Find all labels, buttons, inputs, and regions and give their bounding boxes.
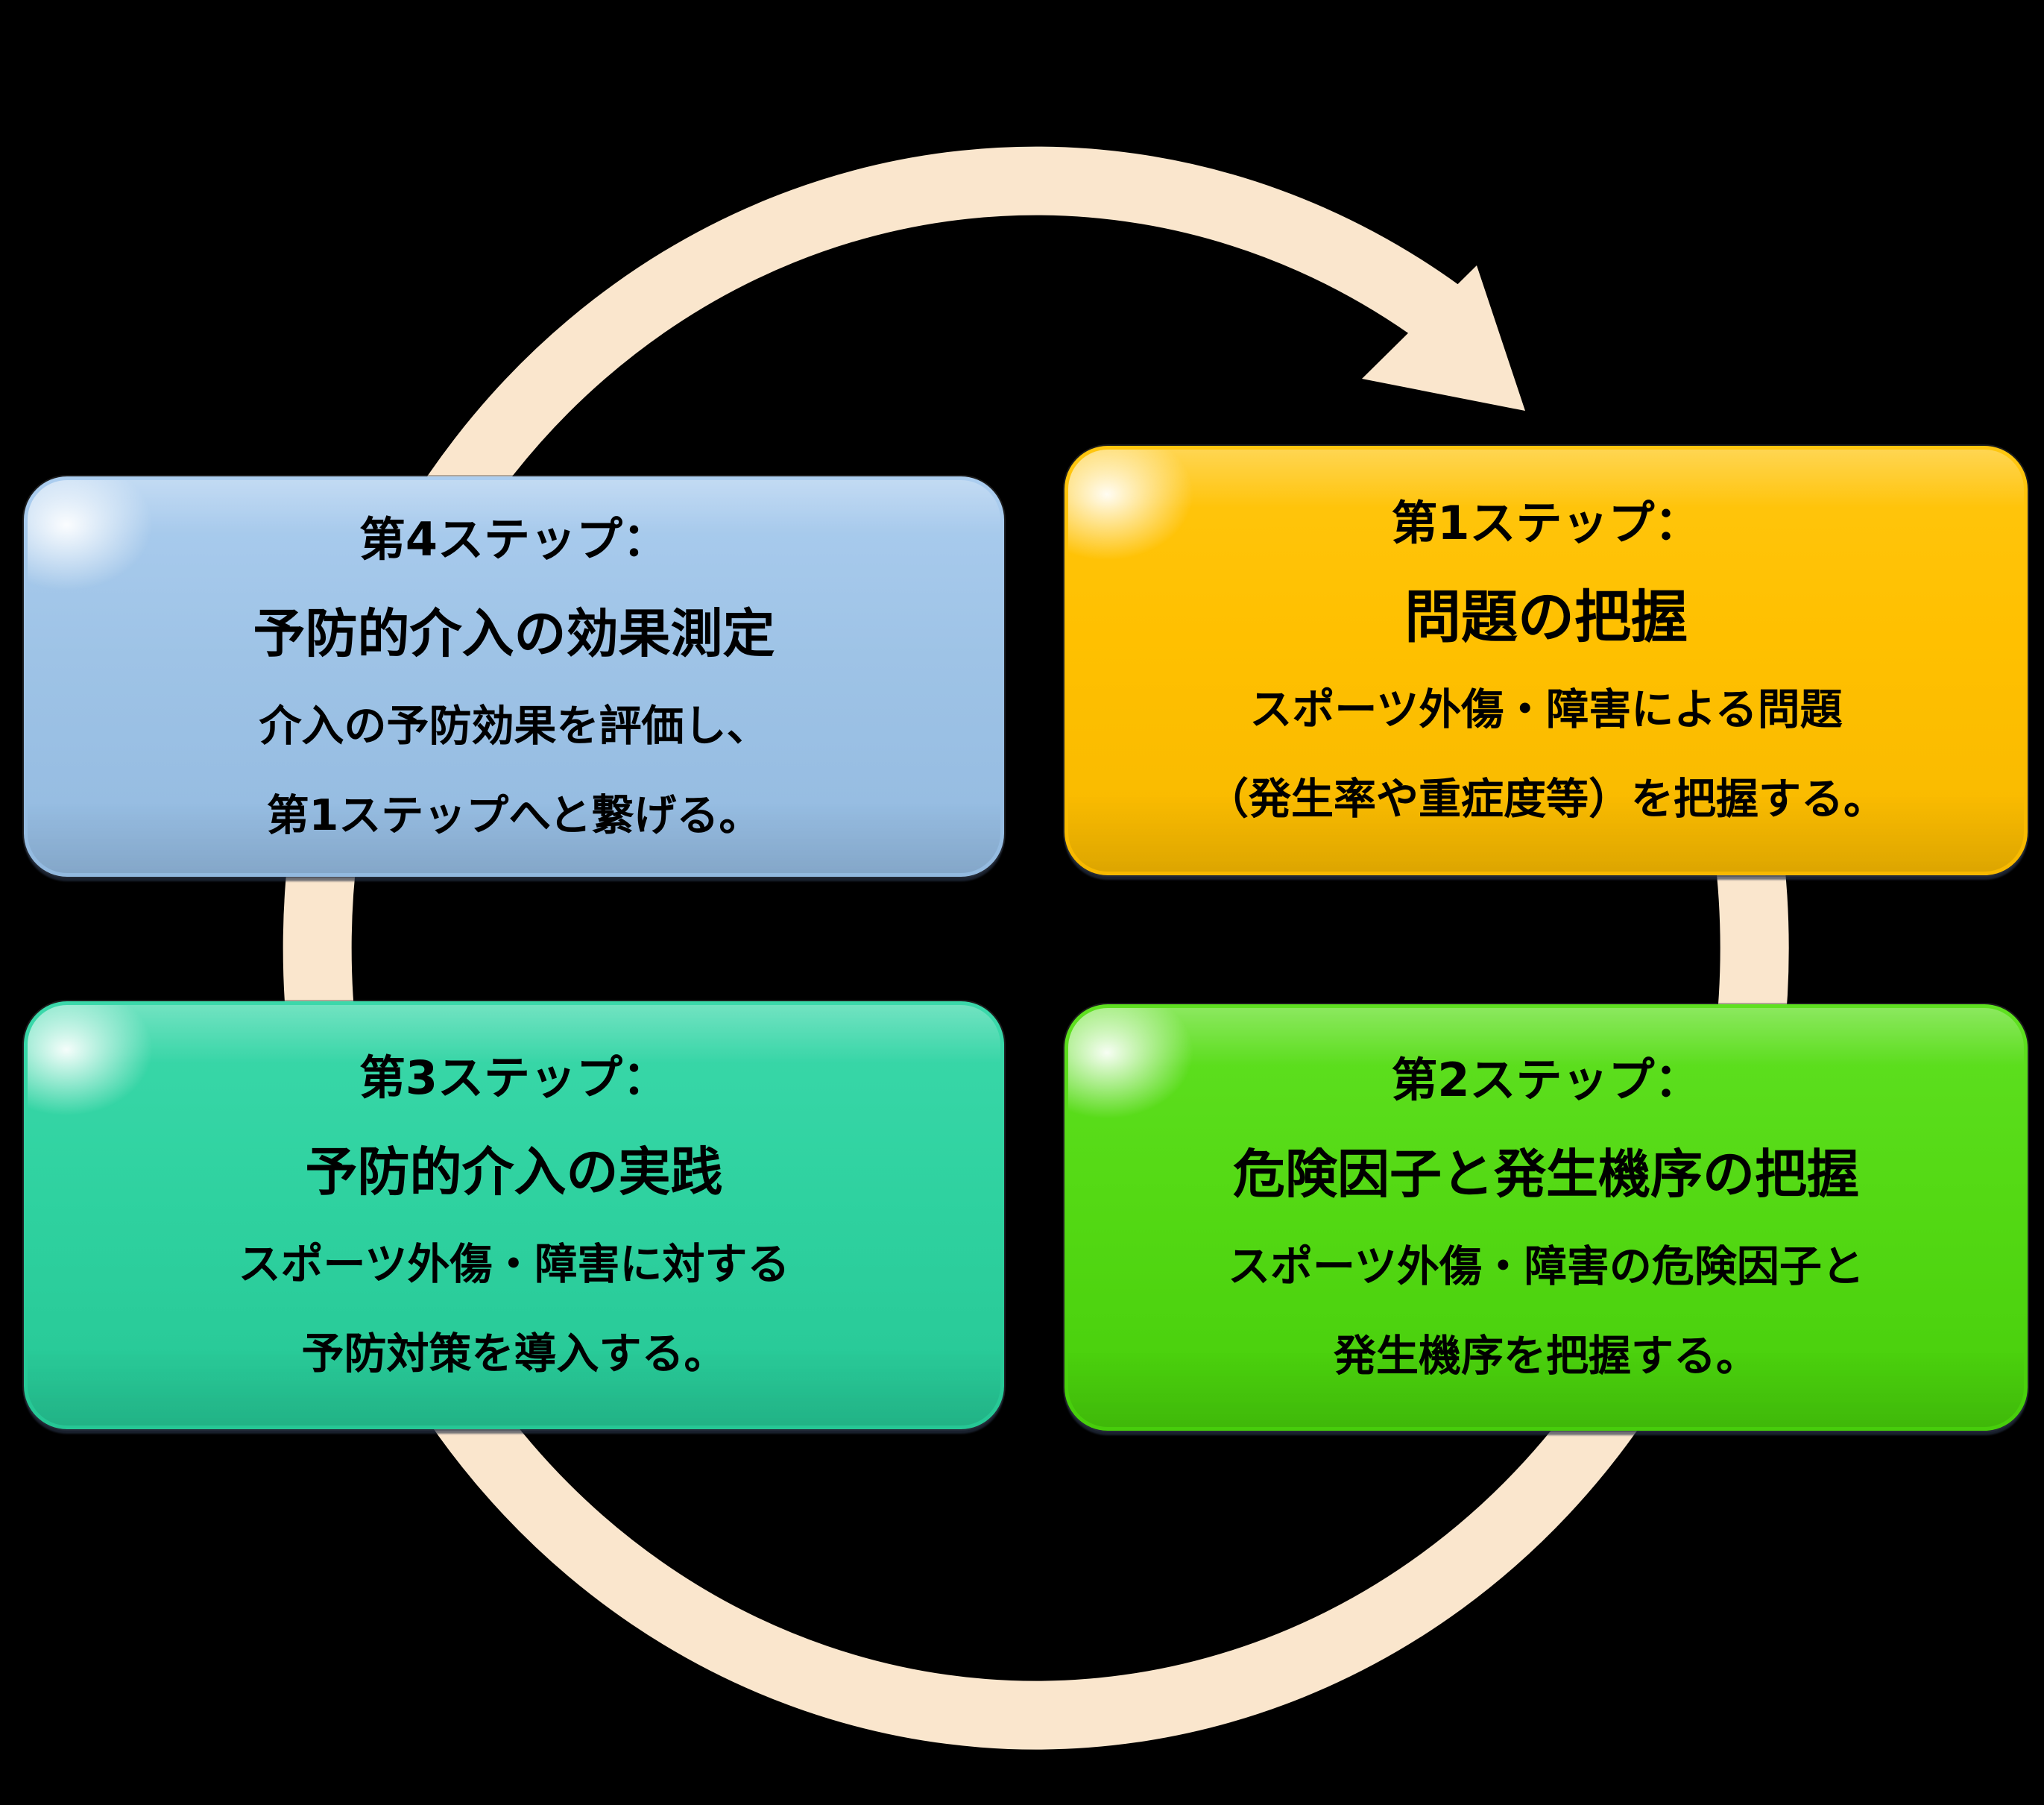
step1-subtitle: 問題の把握: [1404, 584, 1688, 650]
step3-body-line: 予防対策を導入する。: [301, 1329, 727, 1379]
step2-box: 第2ステップ： 危険因子と発生機序の把握 スポーツ外傷・障害の危険因子と 発生機…: [1064, 1004, 2028, 1431]
cycle-arrow-head-icon: [1362, 265, 1525, 411]
step4-body-line: 介入の予防効果を評価し、: [259, 701, 769, 751]
step3-body-line: スポーツ外傷・障害に対する: [238, 1240, 790, 1289]
step4-body-line: 第1ステップへと繋げる。: [266, 790, 762, 840]
step2-body-line: スポーツ外傷・障害の危険因子と: [1228, 1242, 1864, 1291]
step3-box: 第3ステップ： 予防的介入の実践 スポーツ外傷・障害に対する 予防対策を導入する…: [24, 1001, 1004, 1429]
step1-title: 第1ステップ：: [1391, 496, 1701, 550]
step1-body-line: （発生率や重症度等）を把握する。: [1206, 775, 1886, 824]
cycle-arrow-ring: [283, 146, 1789, 1750]
step2-title: 第2ステップ：: [1391, 1053, 1701, 1107]
step3-subtitle: 予防的介入の実践: [305, 1141, 723, 1203]
step4-title: 第4ステップ：: [359, 511, 669, 567]
step1-body-line: スポーツ外傷・障害による問題: [1249, 685, 1843, 734]
step4-subtitle: 予防的介入の効果測定: [253, 602, 775, 664]
step4-box: 第4ステップ： 予防的介入の効果測定 介入の予防効果を評価し、 第1ステップへと…: [24, 476, 1004, 877]
step2-body-line: 発生機序を把握する。: [1334, 1332, 1758, 1381]
step3-title: 第3ステップ：: [359, 1050, 669, 1105]
step2-subtitle: 危険因子と発生機序の把握: [1233, 1144, 1859, 1205]
step1-box: 第1ステップ： 問題の把握 スポーツ外傷・障害による問題 （発生率や重症度等）を…: [1064, 446, 2028, 875]
